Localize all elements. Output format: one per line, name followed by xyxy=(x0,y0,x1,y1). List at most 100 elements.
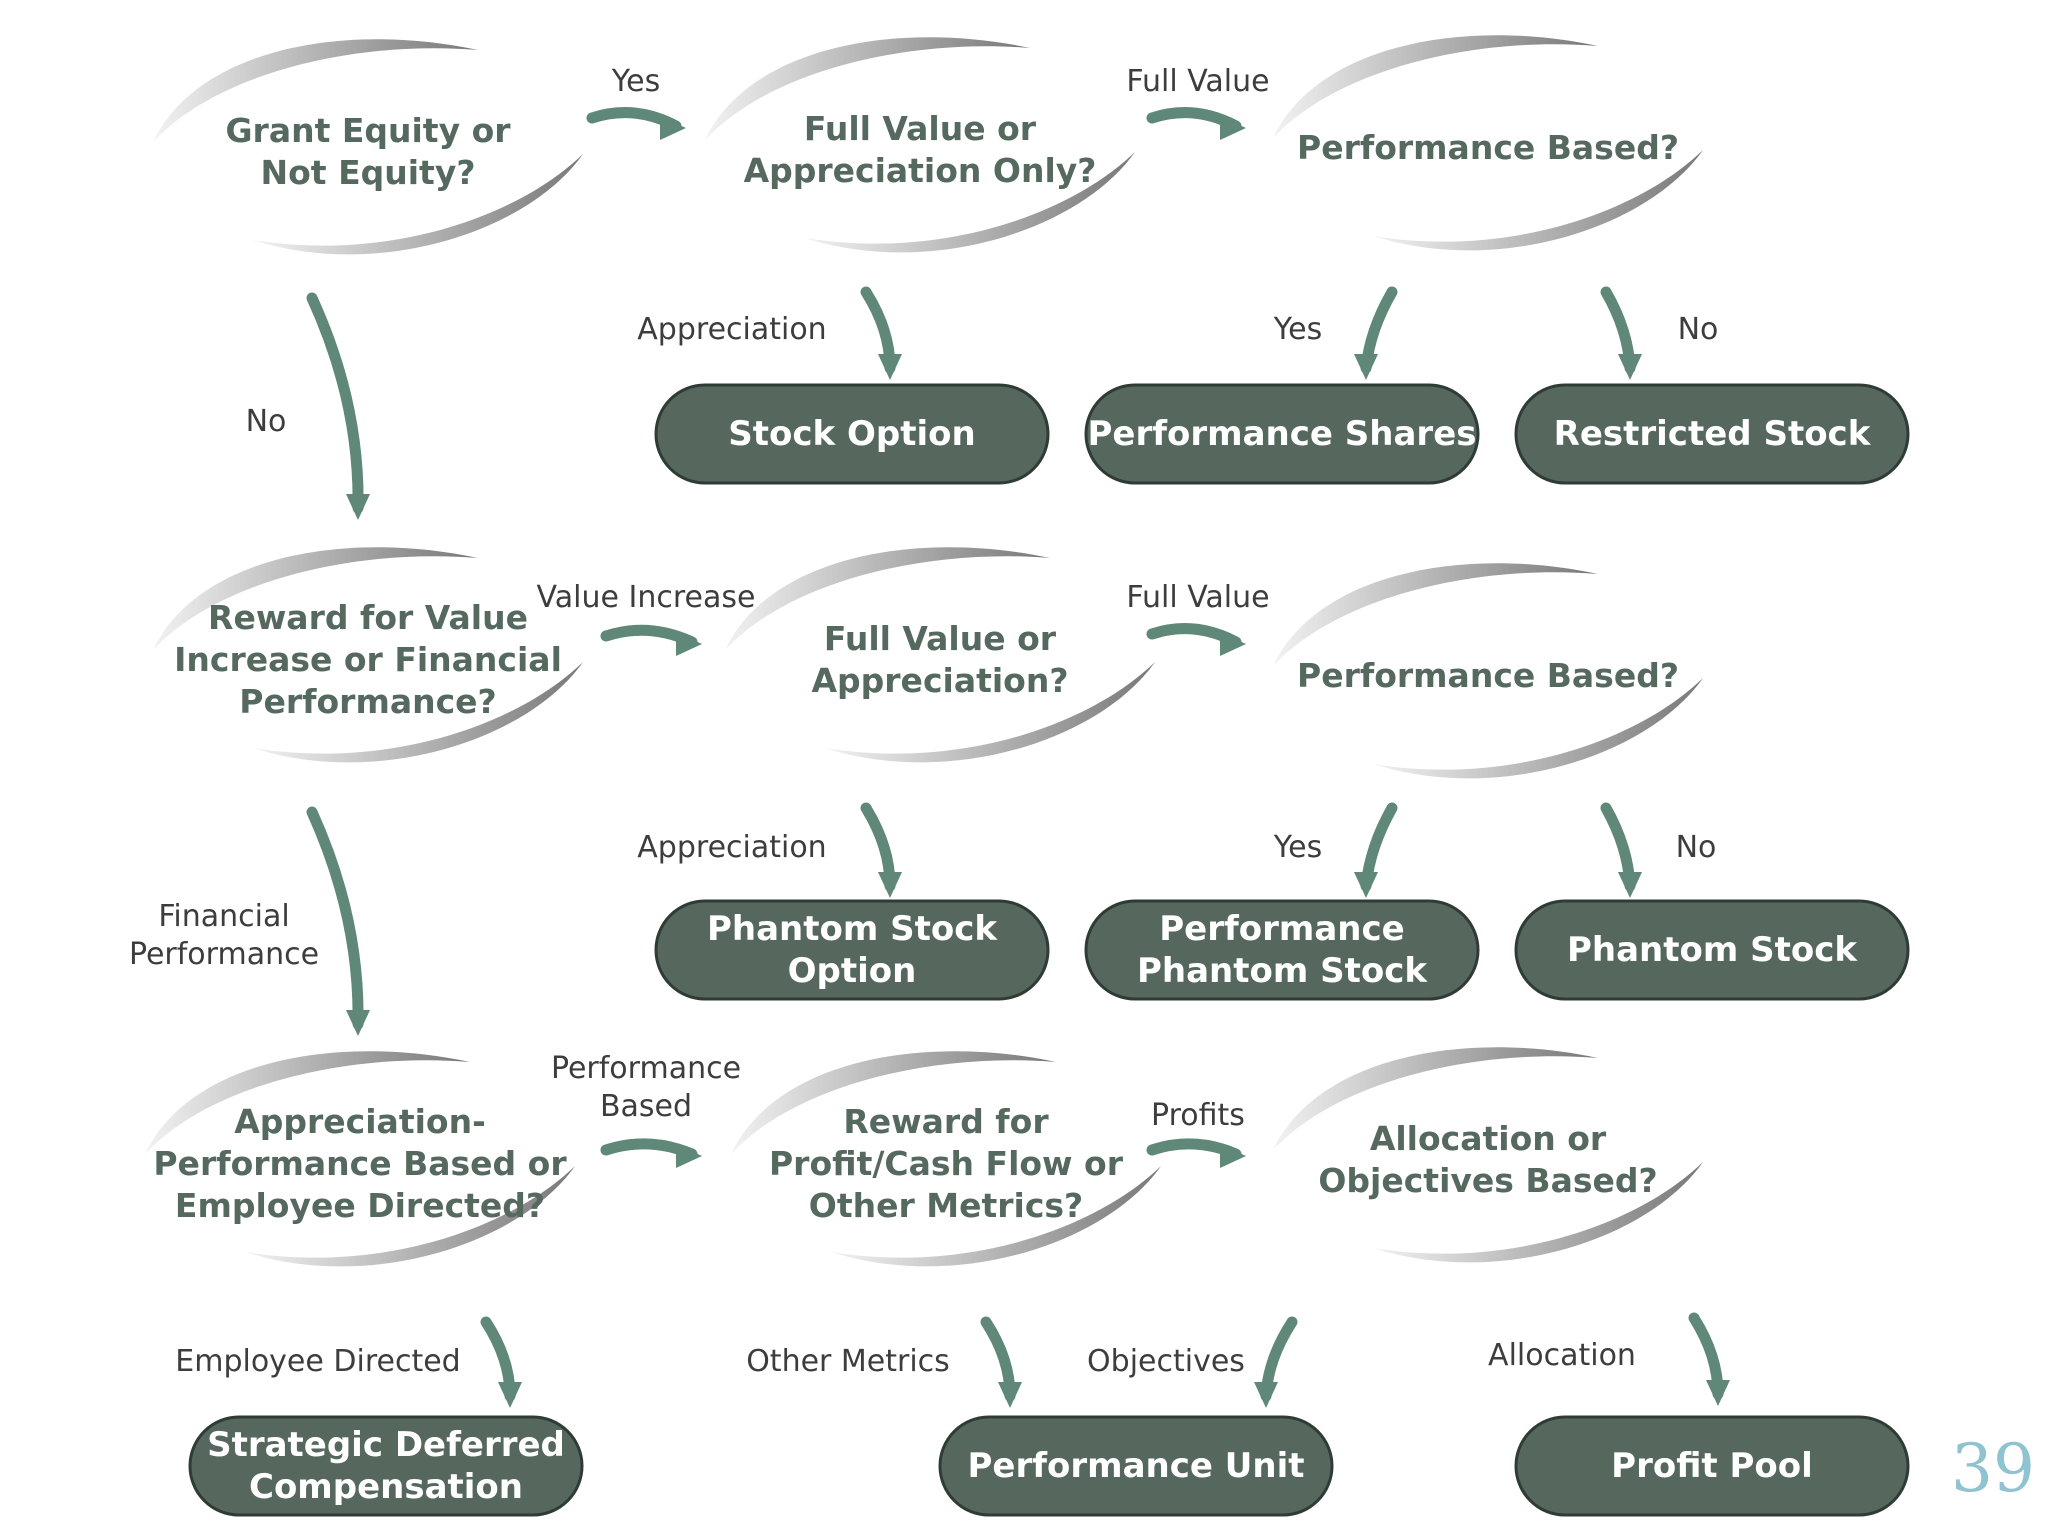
edge-label-q4-q7-line: Financial xyxy=(158,899,289,934)
decision-text-q3-line: Performance Based? xyxy=(1297,128,1679,167)
decision-node-q6: Performance Based? xyxy=(1273,563,1703,779)
swoosh-top-arc xyxy=(1273,35,1598,138)
decision-text-q1-line: Grant Equity or xyxy=(225,111,511,150)
edge-label-q8-t8: Other Metrics xyxy=(746,1344,950,1379)
swoosh-bottom-arc xyxy=(825,662,1155,763)
edge-q6-t6 xyxy=(1600,802,1642,898)
decision-text-q7-line: Performance Based or xyxy=(153,1144,567,1183)
edge-label-q2-q3-line: Full Value xyxy=(1126,64,1269,99)
outcome-text-t8: Performance Unit xyxy=(967,1446,1304,1486)
edge-label-q3-t3-line: No xyxy=(1678,312,1719,347)
outcome-node-t3: Restricted Stock xyxy=(1514,383,1910,485)
swoosh-top-arc xyxy=(705,37,1030,140)
edge-label-q3-t2-line: Yes xyxy=(1273,312,1322,347)
outcome-text-t7-line: Strategic Deferred xyxy=(207,1425,565,1465)
arrow-head xyxy=(676,1144,702,1168)
edge-label-q5-t4-line: Appreciation xyxy=(637,830,826,865)
outcome-pill xyxy=(654,899,1050,1001)
arrow-head xyxy=(1618,354,1642,380)
decision-text-q5-line: Appreciation? xyxy=(812,661,1069,700)
arrow-head xyxy=(1220,632,1246,656)
edge-label-q3-t2: Yes xyxy=(1273,312,1322,347)
decision-text-q4-line: Performance? xyxy=(239,682,496,721)
arrow-head xyxy=(1220,1144,1246,1168)
edge-q4-q7 xyxy=(306,806,370,1036)
outcome-text-t5-line: Phantom Stock xyxy=(1137,951,1428,991)
edge-label-q5-t4: Appreciation xyxy=(637,830,826,865)
outcome-text-t7-line: Compensation xyxy=(249,1467,523,1507)
swoosh-top-arc xyxy=(145,1051,470,1154)
outcome-text-t5-line: Performance xyxy=(1159,909,1404,949)
edge-q5-q6 xyxy=(1146,623,1246,656)
edge-label-q8-t8-line: Other Metrics xyxy=(746,1344,950,1379)
outcome-text-t9: Profit Pool xyxy=(1611,1446,1813,1486)
edge-label-q1-q2-line: Yes xyxy=(611,64,660,99)
arrow-head xyxy=(878,872,902,898)
outcome-pill xyxy=(1514,1415,1910,1517)
decision-node-q3: Performance Based? xyxy=(1273,35,1703,251)
outcome-text-t2-line: Performance Shares xyxy=(1088,414,1477,454)
swoosh-bottom-arc xyxy=(831,1166,1161,1267)
arrow-head xyxy=(676,632,702,656)
outcome-node-t1: Stock Option xyxy=(654,383,1050,485)
edge-q9-t9 xyxy=(1688,1312,1730,1406)
outcome-text-t3-line: Restricted Stock xyxy=(1554,414,1872,454)
swoosh-top-arc xyxy=(153,547,478,650)
edge-label-q6-t6: No xyxy=(1676,830,1717,865)
swoosh-bottom-arc xyxy=(253,662,583,763)
edge-label-q8-q9-line: Profits xyxy=(1151,1098,1245,1133)
outcome-text-t1: Stock Option xyxy=(728,414,975,454)
edge-label-q4-q7-line: Performance xyxy=(129,937,319,972)
arrow-head xyxy=(346,494,370,520)
edge-q1-q2 xyxy=(586,107,686,140)
edge-label-q3-t3: No xyxy=(1678,312,1719,347)
outcome-text-t3: Restricted Stock xyxy=(1554,414,1872,454)
outcome-text-t2: Performance Shares xyxy=(1088,414,1477,454)
arrow-head xyxy=(998,1382,1022,1408)
arrow-head xyxy=(1706,1380,1730,1406)
arrow-head xyxy=(1220,116,1246,140)
swoosh-bottom-arc xyxy=(1373,150,1703,251)
edge-q8-q9 xyxy=(1146,1138,1246,1168)
outcome-text-t1-line: Stock Option xyxy=(728,414,975,454)
edge-label-q4-q5: Value Increase xyxy=(537,580,756,615)
outcome-pill xyxy=(654,383,1050,485)
edge-q6-t5 xyxy=(1354,802,1398,898)
edge-label-q5-q6-line: Full Value xyxy=(1126,580,1269,615)
arrow-head xyxy=(1354,354,1378,380)
outcome-pill xyxy=(1084,899,1480,1001)
outcome-node-t6: Phantom Stock xyxy=(1514,899,1910,1001)
edge-label-q7-t7-line: Employee Directed xyxy=(175,1344,460,1379)
outcome-text-t6: Phantom Stock xyxy=(1567,930,1858,970)
arrow-head xyxy=(1354,872,1378,898)
outcome-node-t9: Profit Pool xyxy=(1514,1415,1910,1517)
edge-label-q1-q2: Yes xyxy=(611,64,660,99)
decision-text-q7-line: Appreciation- xyxy=(234,1102,486,1141)
edge-label-q6-t5-line: Yes xyxy=(1273,830,1322,865)
edge-q4-q5 xyxy=(600,624,702,656)
outcome-node-t2: Performance Shares xyxy=(1084,383,1480,485)
decision-text-q1-line: Not Equity? xyxy=(261,153,476,192)
outcome-text-t9-line: Profit Pool xyxy=(1611,1446,1813,1486)
edge-label-q2-t1-line: Appreciation xyxy=(637,312,826,347)
edge-label-q7-q8-line: Performance xyxy=(551,1051,741,1086)
arrow-head xyxy=(660,116,686,140)
decision-text-q8-line: Profit/Cash Flow or xyxy=(769,1144,1124,1183)
arrows-layer xyxy=(306,107,1730,1408)
swoosh-top-arc xyxy=(725,547,1050,650)
decision-text-q9-line: Allocation or xyxy=(1370,1119,1607,1158)
swoosh-bottom-arc xyxy=(253,154,583,255)
arrow-line xyxy=(306,806,364,1030)
